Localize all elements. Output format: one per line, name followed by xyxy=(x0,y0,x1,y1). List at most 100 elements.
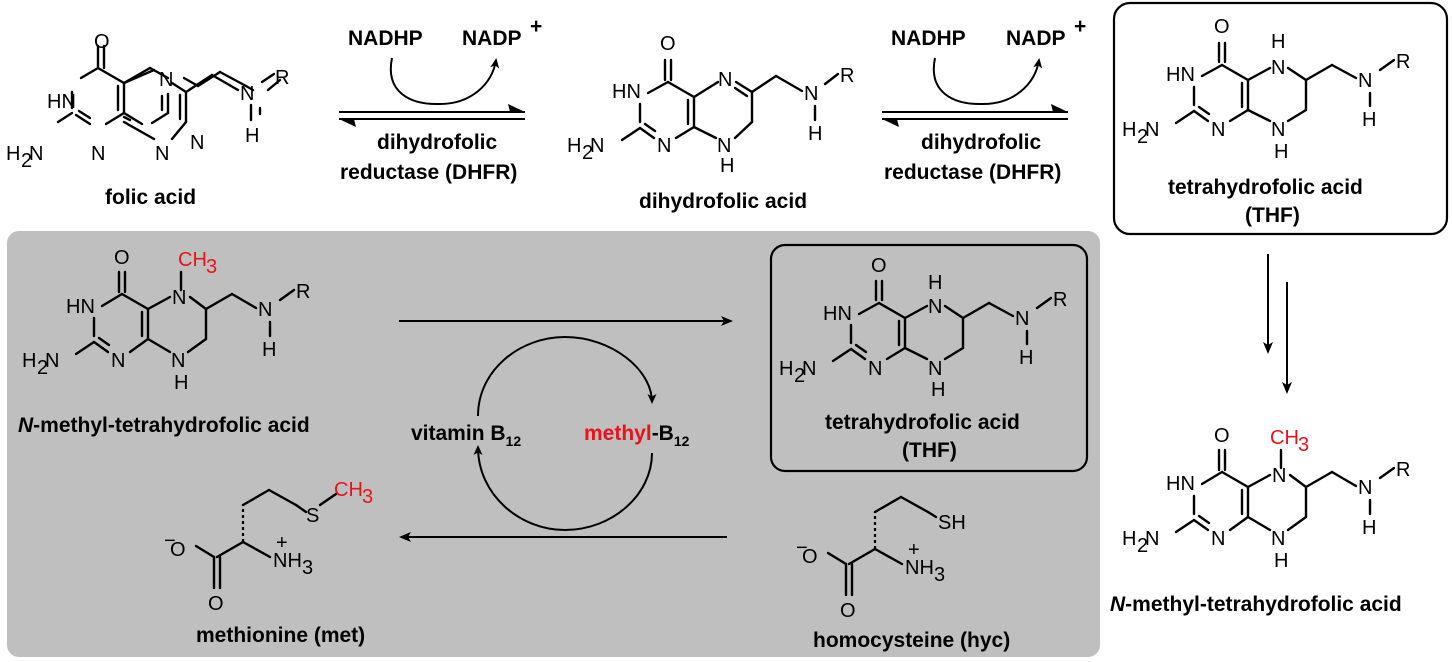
svg-text:N: N xyxy=(91,143,105,165)
svg-text:N: N xyxy=(928,296,942,318)
svg-text:N: N xyxy=(1271,119,1285,141)
svg-text:O: O xyxy=(840,600,856,622)
svg-text:HN: HN xyxy=(1166,473,1195,495)
svg-text:−: − xyxy=(164,530,176,552)
svg-text:−: − xyxy=(796,537,808,559)
svg-text:NH: NH xyxy=(905,557,934,579)
svg-text:2: 2 xyxy=(21,150,32,172)
svg-text:HN: HN xyxy=(823,303,852,325)
svg-text:HN: HN xyxy=(612,81,641,103)
svg-text:R: R xyxy=(840,65,854,87)
svg-text:H: H xyxy=(1362,517,1376,539)
dihydrofolic-acid-structure xyxy=(620,58,840,142)
svg-text:3: 3 xyxy=(302,557,313,579)
methyl-b12-label: methyl-B12 xyxy=(584,422,690,449)
svg-text:O: O xyxy=(871,255,887,277)
vitamin-b12-label: vitamin B12 xyxy=(411,422,521,449)
svg-text:O: O xyxy=(208,593,224,615)
svg-text:N: N xyxy=(1145,119,1159,141)
folic-acid-pyrazine xyxy=(122,68,276,141)
svg-text:H: H xyxy=(1362,109,1376,131)
svg-text:R: R xyxy=(296,281,310,303)
svg-text:2: 2 xyxy=(37,357,48,379)
svg-text:O: O xyxy=(802,546,818,568)
svg-text:N: N xyxy=(45,350,59,372)
folic-acid-structure xyxy=(56,44,282,126)
svg-text:+: + xyxy=(276,532,288,554)
multistep-arrows xyxy=(1263,254,1292,394)
svg-text:HN: HN xyxy=(66,296,95,318)
svg-text:O: O xyxy=(94,31,110,53)
svg-text:HN: HN xyxy=(1166,64,1195,86)
svg-text:R: R xyxy=(275,67,289,89)
svg-text:2: 2 xyxy=(794,365,805,387)
enzyme-label-1b: reductase (DHFR) xyxy=(340,161,517,184)
thf-top-label: tetrahydrofolic acid xyxy=(1168,176,1363,199)
svg-text:N: N xyxy=(1358,477,1372,499)
svg-text:HN: HN xyxy=(47,91,76,113)
svg-text:H: H xyxy=(567,135,581,157)
svg-text:N: N xyxy=(111,350,125,372)
nadp-plus-1: + xyxy=(530,15,542,38)
svg-text:O: O xyxy=(1214,16,1230,38)
svg-text:N: N xyxy=(1271,528,1285,550)
svg-text:N: N xyxy=(868,358,882,380)
n-methyl-thf-structure-right xyxy=(1174,448,1396,534)
svg-text:+: + xyxy=(908,539,920,561)
svg-text:N: N xyxy=(155,143,169,165)
svg-text:N: N xyxy=(804,83,818,105)
thf-highlight-box-panel xyxy=(769,243,1089,473)
dhfr-arrow-1 xyxy=(339,57,525,127)
svg-text:3: 3 xyxy=(1298,434,1309,456)
svg-text:O: O xyxy=(170,539,186,561)
thf-panel-abbr: (THF) xyxy=(902,439,957,462)
thf-panel-label: tetrahydrofolic acid xyxy=(825,411,1020,434)
svg-text:2: 2 xyxy=(1137,126,1148,148)
thf-highlight-box-top xyxy=(1112,1,1449,236)
svg-text:2: 2 xyxy=(1137,535,1148,557)
nadhp-label-2: NADHP xyxy=(891,27,966,50)
svg-text:H: H xyxy=(6,143,20,165)
thf-top-abbr: (THF) xyxy=(1245,204,1300,227)
svg-text:N: N xyxy=(29,143,43,165)
svg-text:O: O xyxy=(660,33,676,55)
svg-text:N: N xyxy=(1015,308,1029,330)
svg-text:N: N xyxy=(172,287,186,309)
n-methyl-thf-structure-panel xyxy=(74,270,296,356)
svg-text:H: H xyxy=(262,339,276,361)
svg-text:N: N xyxy=(1145,528,1159,550)
svg-text:R: R xyxy=(1396,51,1410,73)
svg-text:H: H xyxy=(720,155,734,177)
n-methyl-thf-label-right: N-methyl-tetrahydrofolic acid xyxy=(1110,593,1402,616)
svg-text:H: H xyxy=(1122,119,1136,141)
nadp-plus-2: + xyxy=(1074,15,1086,38)
svg-text:N: N xyxy=(590,135,604,157)
svg-text:H: H xyxy=(1122,528,1136,550)
nadhp-label-1: NADHP xyxy=(348,27,423,50)
svg-text:H: H xyxy=(808,123,822,145)
n-methyl-thf-label-panel: N-methyl-tetrahydrofolic acid xyxy=(18,414,310,437)
svg-text:N: N xyxy=(1211,119,1225,141)
svg-text:H: H xyxy=(245,125,259,147)
thf-structure-top xyxy=(1174,41,1396,125)
homocysteine-structure xyxy=(826,495,938,597)
cycle-arrows xyxy=(399,316,733,542)
svg-text:N: N xyxy=(1358,70,1372,92)
svg-text:N: N xyxy=(171,350,185,372)
svg-text:N: N xyxy=(240,83,254,105)
nadp-label-1: NADP xyxy=(462,27,522,50)
svg-text:N: N xyxy=(657,135,671,157)
svg-text:3: 3 xyxy=(362,486,373,508)
folic-acid-label: folic acid xyxy=(105,186,196,209)
svg-text:H: H xyxy=(1271,31,1285,53)
svg-text:CH: CH xyxy=(334,479,363,501)
methionine-label: methionine (met) xyxy=(196,624,365,647)
enzyme-label-2a: dihydrofolic xyxy=(921,131,1041,154)
svg-text:R: R xyxy=(1053,289,1067,311)
svg-text:3: 3 xyxy=(934,564,945,586)
dhfr-arrow-2 xyxy=(882,57,1068,127)
svg-text:H: H xyxy=(928,272,942,294)
svg-text:O: O xyxy=(1214,425,1230,447)
svg-text:NH: NH xyxy=(273,550,302,572)
